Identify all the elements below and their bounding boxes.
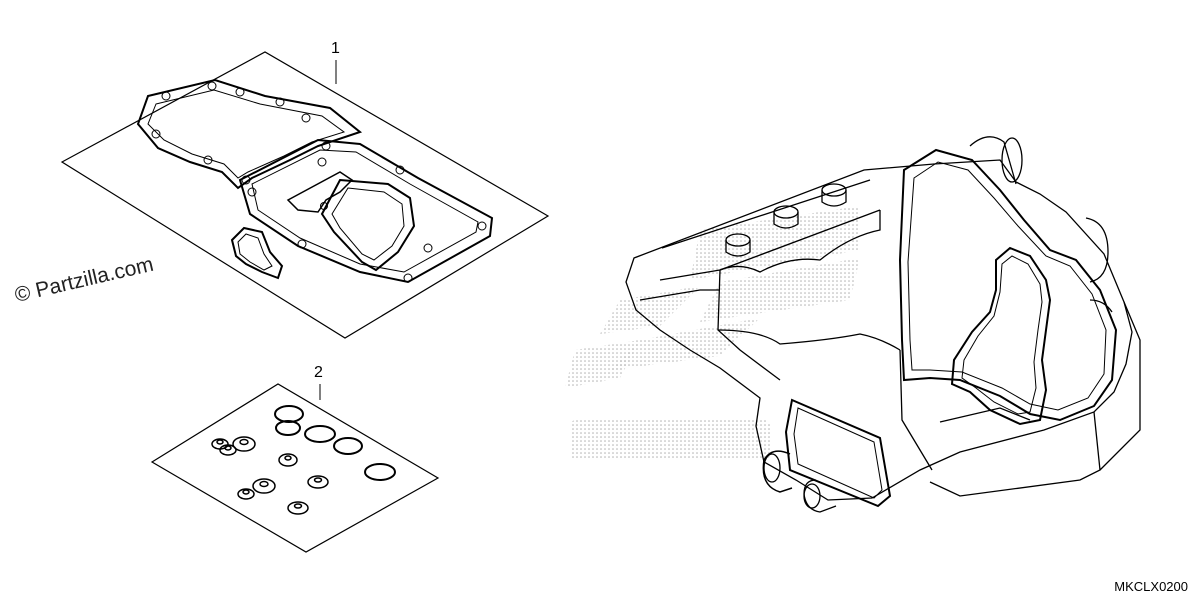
sealing-washers xyxy=(212,437,328,514)
valve-caps xyxy=(726,184,846,256)
part-number-2[interactable]: 2 xyxy=(314,364,323,381)
diagram-code: MKCLX0200 xyxy=(1114,579,1188,594)
engine-block-outline xyxy=(626,160,1132,500)
gasket-bag-outline xyxy=(62,52,548,338)
gasket-bolt-holes xyxy=(152,82,310,184)
side-cover-gasket xyxy=(232,228,282,278)
crankcase-cover-gasket xyxy=(138,80,360,188)
front-gasket-frame xyxy=(786,400,890,506)
seal-kit-illustration xyxy=(152,384,438,552)
cover-inner-gasket xyxy=(288,172,352,212)
honda-logo xyxy=(565,206,860,460)
o-rings xyxy=(275,406,395,480)
part-number-1[interactable]: 1 xyxy=(331,40,340,57)
gasket-set-illustration xyxy=(62,52,548,338)
seal-kit-bag-outline xyxy=(152,384,438,552)
engine-illustration xyxy=(626,137,1140,512)
cover-gasket-frame xyxy=(900,150,1116,420)
valve-cover-gasket xyxy=(322,180,414,270)
oil-pan-gasket xyxy=(240,140,492,282)
